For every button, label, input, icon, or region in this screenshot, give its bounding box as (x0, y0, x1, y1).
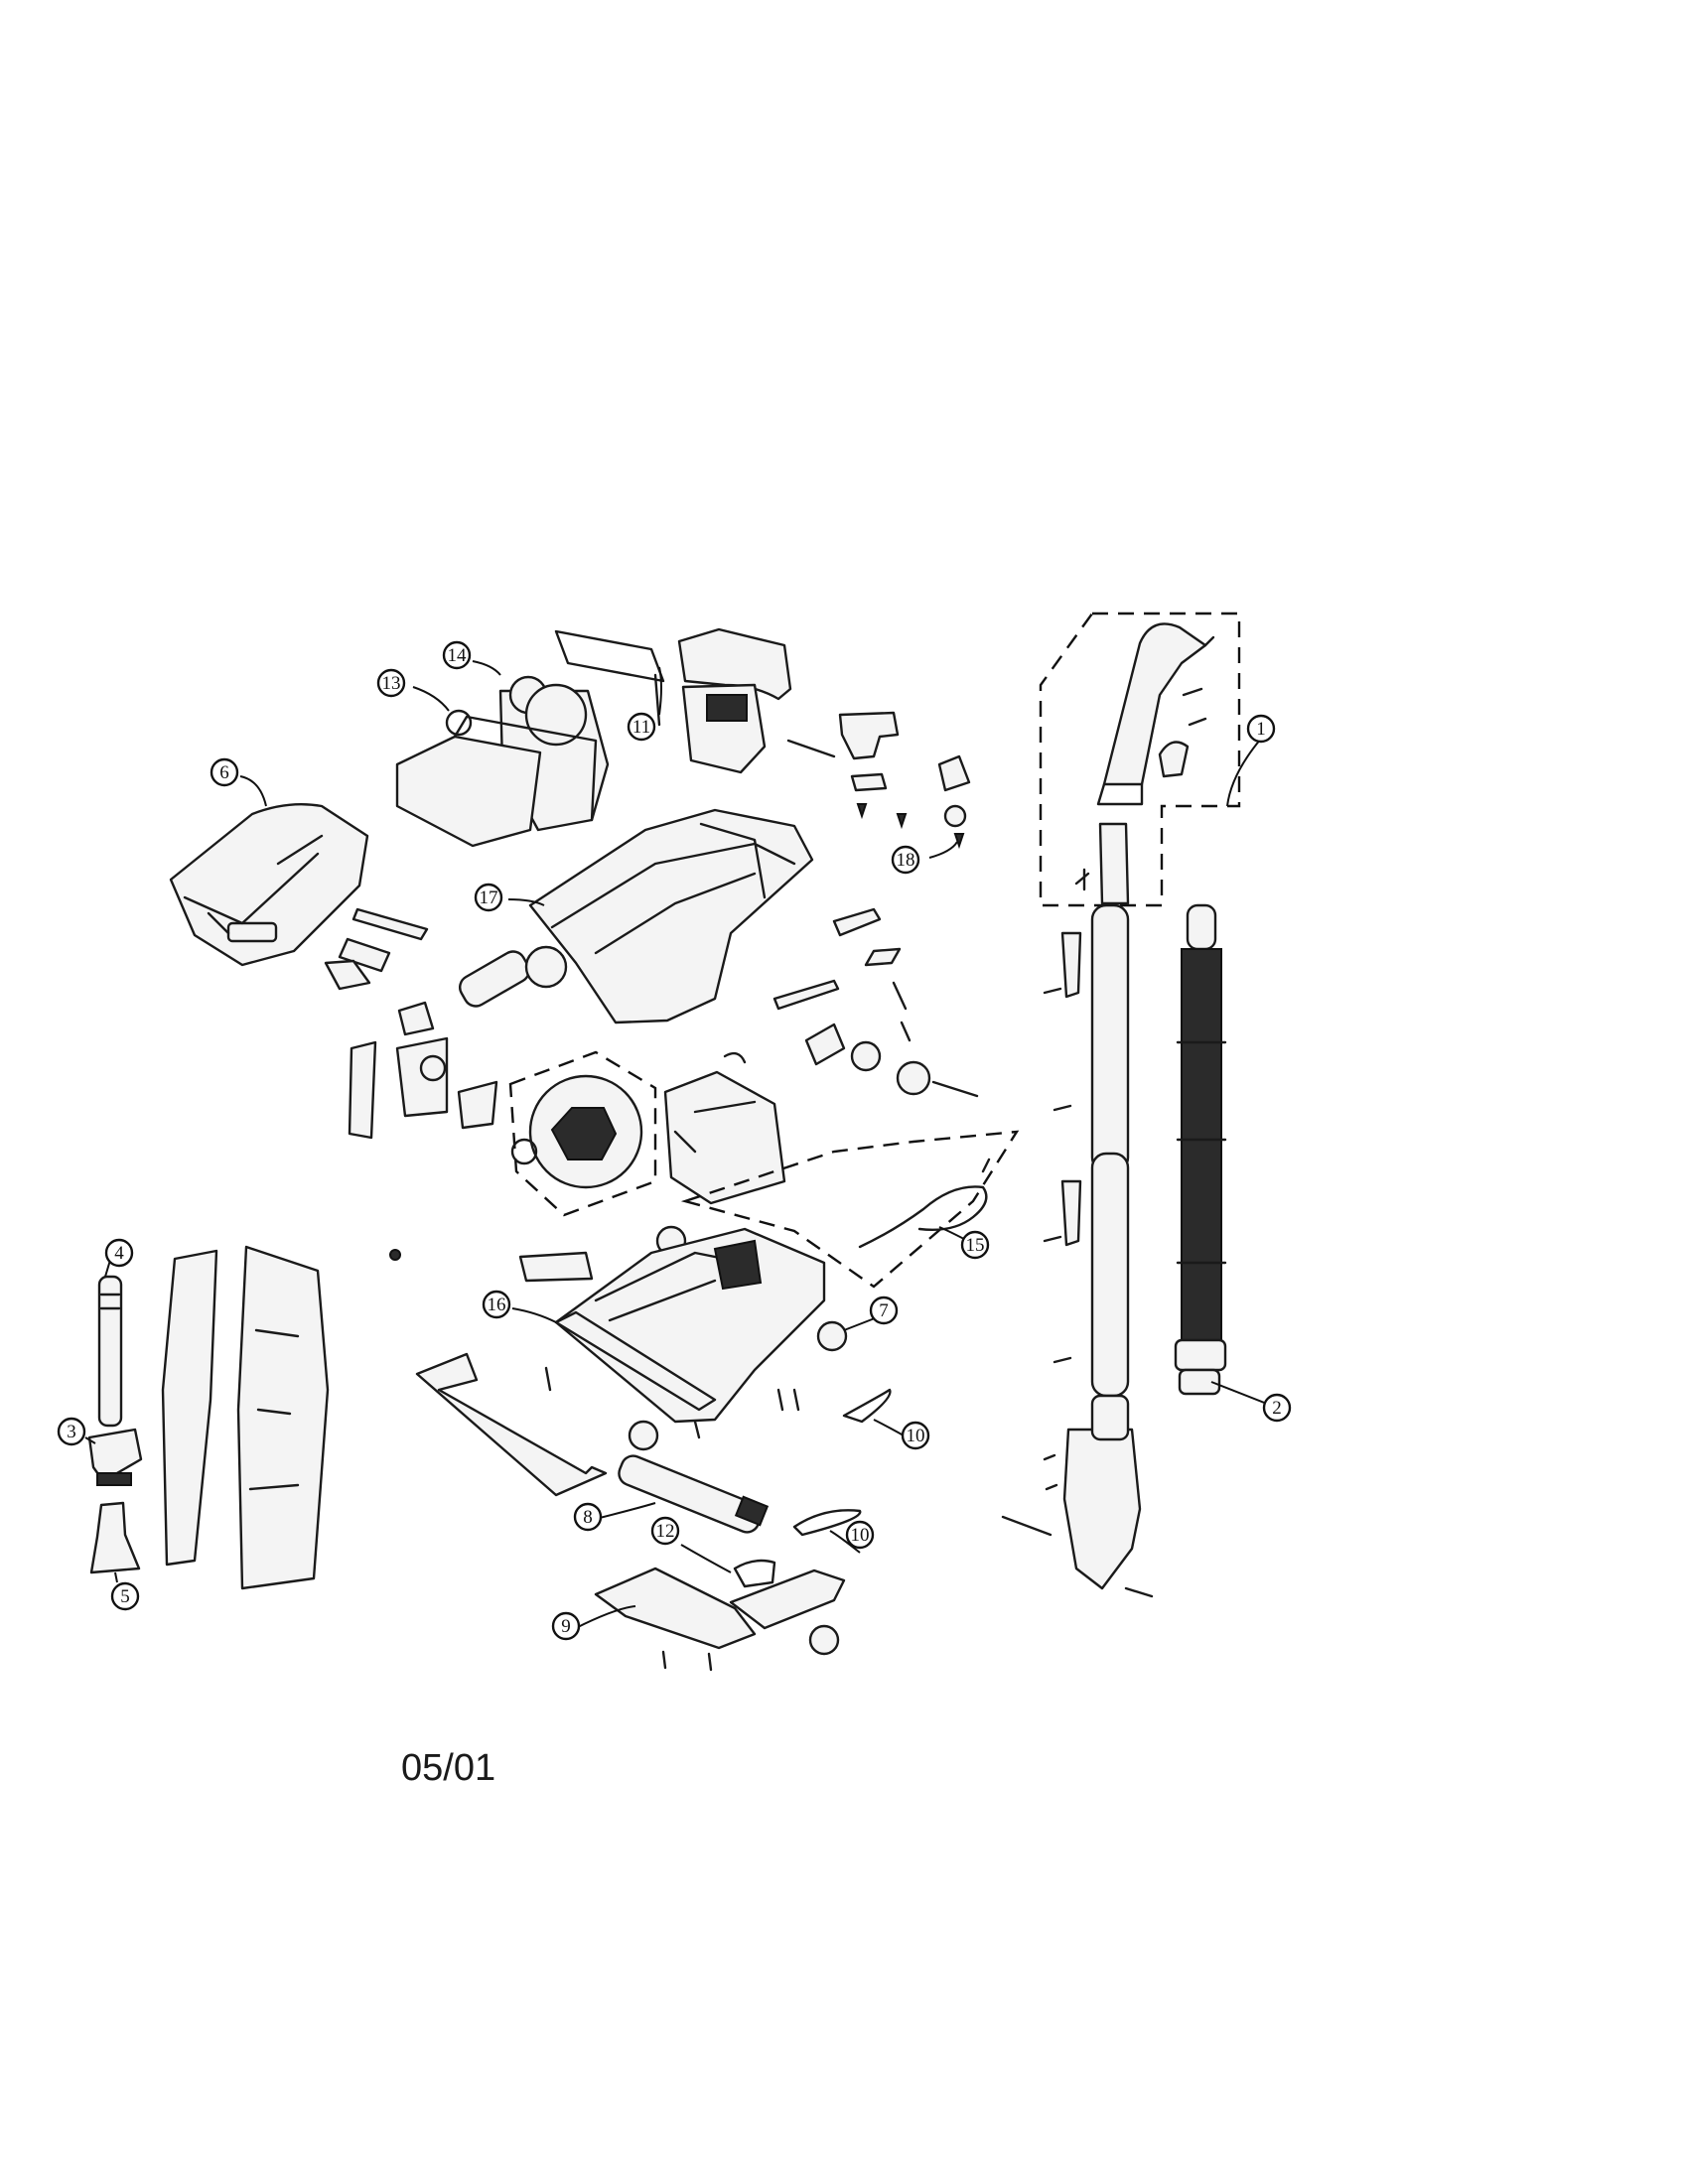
motor-assembly (508, 1050, 687, 1257)
callout-label: 7 (879, 1300, 889, 1321)
date-code: 05/01 (401, 1747, 496, 1789)
motor-cover (663, 1051, 786, 1205)
bag-housing (169, 803, 369, 967)
hose-connector-assembly (1001, 1394, 1154, 1598)
callout-16: 16 (482, 1290, 511, 1319)
callout-8: 8 (573, 1502, 603, 1532)
callout-7: 7 (869, 1296, 899, 1325)
callout-label: 5 (120, 1586, 130, 1607)
callout-label: 15 (966, 1235, 985, 1256)
callout-4: 4 (104, 1238, 134, 1268)
body-top-cover (528, 808, 814, 1024)
wand-tube-upper (1043, 903, 1130, 1173)
side-grips (348, 1036, 498, 1140)
callout-label: 13 (382, 673, 401, 694)
dust-cup-and-filter (395, 675, 610, 848)
extension-wand-tool (97, 1275, 123, 1428)
callout-label: 14 (448, 645, 468, 666)
callout-1: 1 (1246, 714, 1276, 744)
callout-6: 6 (210, 757, 239, 787)
callout-label: 1 (1256, 719, 1266, 740)
belt-lower (792, 1509, 862, 1537)
callout-14: 14 (442, 640, 472, 670)
callout-label: 9 (561, 1616, 571, 1637)
wheel-bracket (733, 1559, 776, 1588)
callout-10-lower: 10 (845, 1520, 875, 1550)
callout-label: 6 (219, 762, 229, 783)
housing-latch-parts (324, 907, 429, 991)
callout-5: 5 (110, 1581, 140, 1611)
callout-label: 18 (897, 850, 915, 871)
callout-label: 12 (656, 1521, 675, 1542)
callout-label: 16 (488, 1295, 506, 1315)
bumper-strip (415, 1352, 608, 1497)
filter-pad (518, 1251, 594, 1283)
filter-cover (554, 627, 792, 774)
callout-9: 9 (551, 1611, 581, 1641)
callout-18: 18 (891, 845, 920, 875)
vacuum-base (554, 1227, 848, 1424)
callout-label: 17 (480, 887, 498, 908)
callout-label: 11 (632, 717, 650, 738)
callout-17: 17 (474, 883, 503, 912)
rear-body-cover (161, 1245, 401, 1590)
callout-2: 2 (1262, 1393, 1292, 1423)
brushroll (618, 1420, 770, 1534)
upholstery-tool (89, 1501, 141, 1574)
callout-11: 11 (627, 712, 656, 742)
handle-assembly (1039, 612, 1241, 907)
lever-parts (772, 907, 979, 1098)
callout-15: 15 (960, 1230, 990, 1260)
dusting-brush-tool (87, 1428, 143, 1486)
callout-label: 10 (907, 1426, 925, 1446)
callout-label: 2 (1272, 1398, 1282, 1419)
base-screws (544, 1366, 800, 1439)
switch-parts (786, 711, 971, 850)
power-cord (680, 1130, 1020, 1289)
callout-label: 10 (851, 1525, 870, 1546)
hose-attachment-parts (397, 945, 568, 1036)
callout-10-upper: 10 (901, 1421, 930, 1450)
callout-3: 3 (57, 1417, 86, 1446)
callout-12: 12 (650, 1516, 680, 1546)
belt-upper (842, 1388, 892, 1424)
wand-tube-lower (1043, 1152, 1130, 1398)
callout-label: 8 (583, 1507, 593, 1528)
callout-label: 4 (114, 1243, 124, 1264)
callout-label: 3 (67, 1422, 76, 1442)
callout-13: 13 (376, 668, 406, 698)
hose (1174, 903, 1227, 1396)
base-plate (594, 1567, 846, 1672)
